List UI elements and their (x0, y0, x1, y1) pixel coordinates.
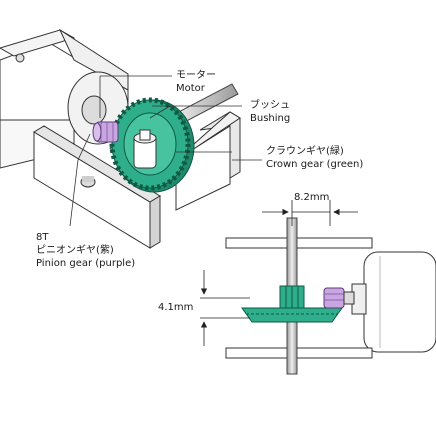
pinion-gear-label-jp: ピニオンギヤ(紫) (36, 245, 114, 256)
dimension-horizontal (262, 200, 358, 226)
crown-gear-label-en: Crown gear (green) (266, 159, 364, 170)
pinion-gear-iso (92, 121, 119, 143)
motor-label-en: Motor (176, 83, 205, 94)
pinion-gear-ortho (323, 287, 355, 309)
top-plate-section (225, 237, 373, 249)
motor-label-jp: モーター (176, 70, 216, 81)
crown-gear-label-jp: クラウンギヤ(緑) (266, 146, 344, 157)
pinion-teeth-label: 8T (36, 232, 49, 243)
orthographic-view (200, 200, 436, 375)
dimension-vertical (200, 270, 250, 346)
bushing-label-jp: ブッシュ (250, 100, 290, 111)
crown-gear-iso (109, 97, 195, 193)
dimension-vertical-label: 4.1mm (158, 302, 194, 313)
bottom-plate-section (225, 347, 373, 359)
leader-lines (69, 75, 262, 227)
right-chassis-plate (175, 111, 241, 211)
dimension-horizontal-label: 8.2mm (294, 192, 330, 203)
pinion-gear-label-en: Pinion gear (purple) (36, 258, 136, 269)
crown-gear-ortho (241, 285, 343, 323)
motor-side-view (351, 251, 436, 353)
bushing-label-en: Bushing (250, 113, 291, 124)
isometric-view (0, 28, 262, 249)
